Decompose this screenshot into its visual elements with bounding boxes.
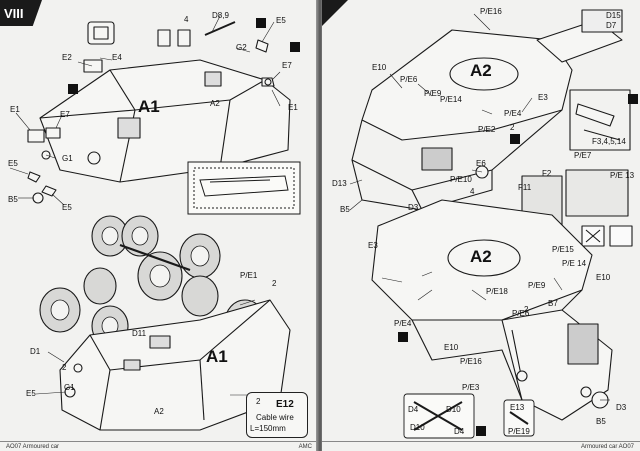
label-a2-lower: A2 <box>470 247 492 266</box>
label-a2-upper: A2 <box>470 61 492 80</box>
right-page-drawing <box>349 9 633 439</box>
label-pe2: P/E2 <box>478 125 496 134</box>
label-e4: E4 <box>112 53 122 62</box>
label-pe18: P/E18 <box>486 287 508 296</box>
label-d13: D13 <box>332 179 347 188</box>
step-count-2b: 2 <box>62 363 67 372</box>
glue-icon <box>290 42 300 52</box>
label-pe9-lower: P/E9 <box>528 281 546 290</box>
label-a2-upper: A2 <box>210 99 220 108</box>
glue-icon <box>256 18 266 28</box>
label-b5-lower: B5 <box>596 417 606 426</box>
label-e5-top: E5 <box>276 16 286 25</box>
label-cable-wire: Cable wire <box>256 413 294 422</box>
label-d1: D1 <box>30 347 41 356</box>
label-e2: E2 <box>62 53 72 62</box>
label-e5-bottom: E5 <box>26 389 36 398</box>
warning-icon <box>398 332 408 342</box>
label-d11: D11 <box>132 329 147 338</box>
label-a2-lower: A2 <box>154 407 164 416</box>
label-pe4-upper: P/E4 <box>504 109 522 118</box>
detail-inset <box>187 161 301 215</box>
label-pe19: P/E19 <box>508 427 530 436</box>
label-pe7: P/E7 <box>574 151 592 160</box>
label-a1-lower: A1 <box>206 347 228 366</box>
warning-icon <box>510 134 520 144</box>
label-pe14-upper: P/E14 <box>440 95 462 104</box>
glue-icon <box>476 426 486 436</box>
label-pe6-lower: P/E6 <box>512 309 530 318</box>
label-pe1: P/E1 <box>240 271 258 280</box>
instruction-page-right: P/E16 D15 D7 A2 E10 P/E6 P/E9 P/E14 E3 P… <box>322 0 640 451</box>
label-f3-4-5-14: F3,4,5,14 <box>592 137 626 146</box>
label-d4-bottom: D4 <box>454 427 465 436</box>
label-pe13: P/E 13 <box>610 171 635 180</box>
label-e3-lower: E3 <box>368 241 378 250</box>
label-g1-lower: G1 <box>64 383 75 392</box>
label-e1-right: E1 <box>288 103 298 112</box>
label-e5-lower: E5 <box>62 203 72 212</box>
label-pe15: P/E15 <box>552 245 574 254</box>
label-pe9: P/E9 <box>424 89 442 98</box>
upper-hull-shape <box>39 59 291 183</box>
page-footer-left: AO07 Armoured car AMC <box>0 441 318 451</box>
label-pe6: P/E6 <box>400 75 418 84</box>
label-e10-lower: E10 <box>444 343 459 352</box>
step-count-2c: 2 <box>256 397 261 406</box>
cable-callout <box>246 392 308 438</box>
label-e5-left: E5 <box>8 159 18 168</box>
label-d7: D7 <box>606 21 617 30</box>
label-d3-upper: D3 <box>408 203 419 212</box>
page-footer-right: Armoured car AO07 <box>322 441 640 451</box>
label-b7: B7 <box>548 299 558 308</box>
label-e10-upper: E10 <box>372 63 387 72</box>
label-d8-9: D8,9 <box>212 11 229 20</box>
label-d3-lower: D3 <box>616 403 627 412</box>
label-e1-left: E1 <box>10 105 20 114</box>
glue-icon <box>68 84 78 94</box>
label-pe4-lower: P/E4 <box>394 319 412 328</box>
label-b5: B5 <box>8 195 18 204</box>
label-e3-upper: E3 <box>538 93 548 102</box>
label-f2: F2 <box>542 169 552 178</box>
label-f11: F11 <box>518 183 532 192</box>
label-pe16-lower: P/E16 <box>460 357 482 366</box>
step-count-2a: 2 <box>272 279 277 288</box>
left-page-drawing <box>9 15 301 431</box>
label-e6: E6 <box>476 159 486 168</box>
label-pe10: P/E10 <box>450 175 472 184</box>
label-e10-right: E10 <box>596 273 611 282</box>
label-d4-top: D4 <box>408 405 419 414</box>
footer-title: Armoured car AO07 <box>580 443 634 450</box>
instruction-page-left: VIII <box>0 0 318 451</box>
label-g1-upper: G1 <box>62 154 73 163</box>
label-pe14-lower: P/E 14 <box>562 259 587 268</box>
step-count-2b: 2 <box>524 305 529 314</box>
label-e7-top: E7 <box>282 61 292 70</box>
footer-brand: AMC <box>298 443 312 450</box>
label-d15: D15 <box>606 11 621 20</box>
label-b5-upper: B5 <box>340 205 350 214</box>
label-d10-top: D10 <box>446 405 461 414</box>
step-count-2: 2 <box>510 123 515 132</box>
label-a1-upper: A1 <box>138 97 160 116</box>
step-number: VIII <box>4 5 24 21</box>
label-e12: E12 <box>276 399 294 410</box>
footer-title: AO07 Armoured car <box>6 443 60 450</box>
label-cable-length: L=150mm <box>250 424 286 433</box>
label-pe16-top: P/E16 <box>480 7 502 16</box>
label-e13: E13 <box>510 403 525 412</box>
step-count-4: 4 <box>184 15 189 24</box>
glue-icon <box>628 94 638 104</box>
step-count-4: 4 <box>470 187 475 196</box>
label-e7-left: E7 <box>60 110 70 119</box>
step-number-badge: VIII <box>0 0 42 26</box>
label-d10-bottom: D10 <box>410 423 425 432</box>
label-g2: G2 <box>236 43 247 52</box>
book-gutter <box>316 0 324 451</box>
label-pe3: P/E3 <box>462 383 480 392</box>
